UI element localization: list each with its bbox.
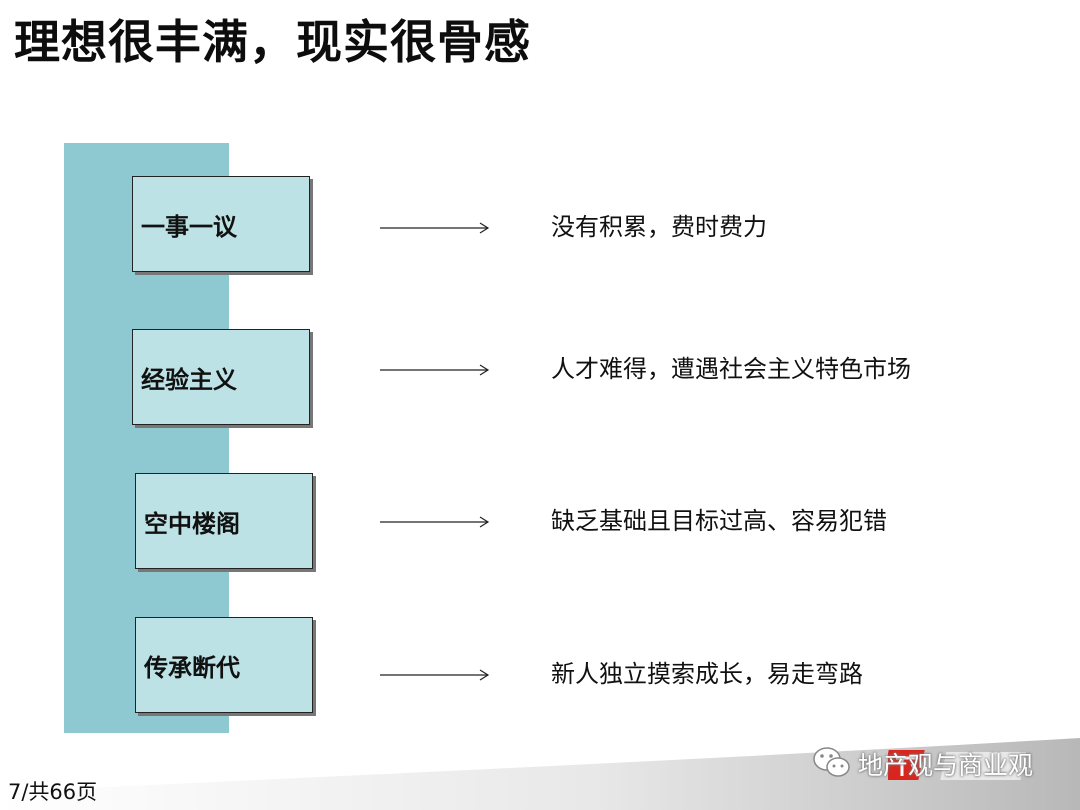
wechat-icon <box>813 747 850 777</box>
arrow-right-icon <box>380 669 490 681</box>
category-label: 经验主义 <box>141 365 237 394</box>
arrow-right-icon <box>380 364 490 376</box>
slide-title: 理想很丰满，现实很骨感 <box>14 15 531 69</box>
category-card-1: 一事一议 <box>132 176 310 272</box>
arrow-right-icon <box>380 222 490 234</box>
category-label: 一事一议 <box>141 212 237 241</box>
description-text: 缺乏基础且目标过高、容易犯错 <box>551 507 887 535</box>
category-card-3: 空中楼阁 <box>135 473 313 569</box>
arrow-right-icon <box>380 516 490 528</box>
description-text: 没有积累，费时费力 <box>551 213 767 241</box>
description-text: 新人独立摸索成长，易走弯路 <box>551 660 863 688</box>
vanke-logo-icon <box>888 750 1027 780</box>
category-card-4: 传承断代 <box>135 617 313 713</box>
category-label: 空中楼阁 <box>144 509 240 538</box>
footer-swoosh <box>0 738 1080 810</box>
category-card-2: 经验主义 <box>132 329 310 425</box>
page-indicator: 7/共66页 <box>8 780 98 804</box>
watermark: 地产观与商业观 <box>808 740 1070 786</box>
category-label: 传承断代 <box>144 653 240 682</box>
description-text: 人才难得，遭遇社会主义特色市场 <box>551 355 911 383</box>
watermark-text: 地产观与商业观 <box>858 751 1034 780</box>
